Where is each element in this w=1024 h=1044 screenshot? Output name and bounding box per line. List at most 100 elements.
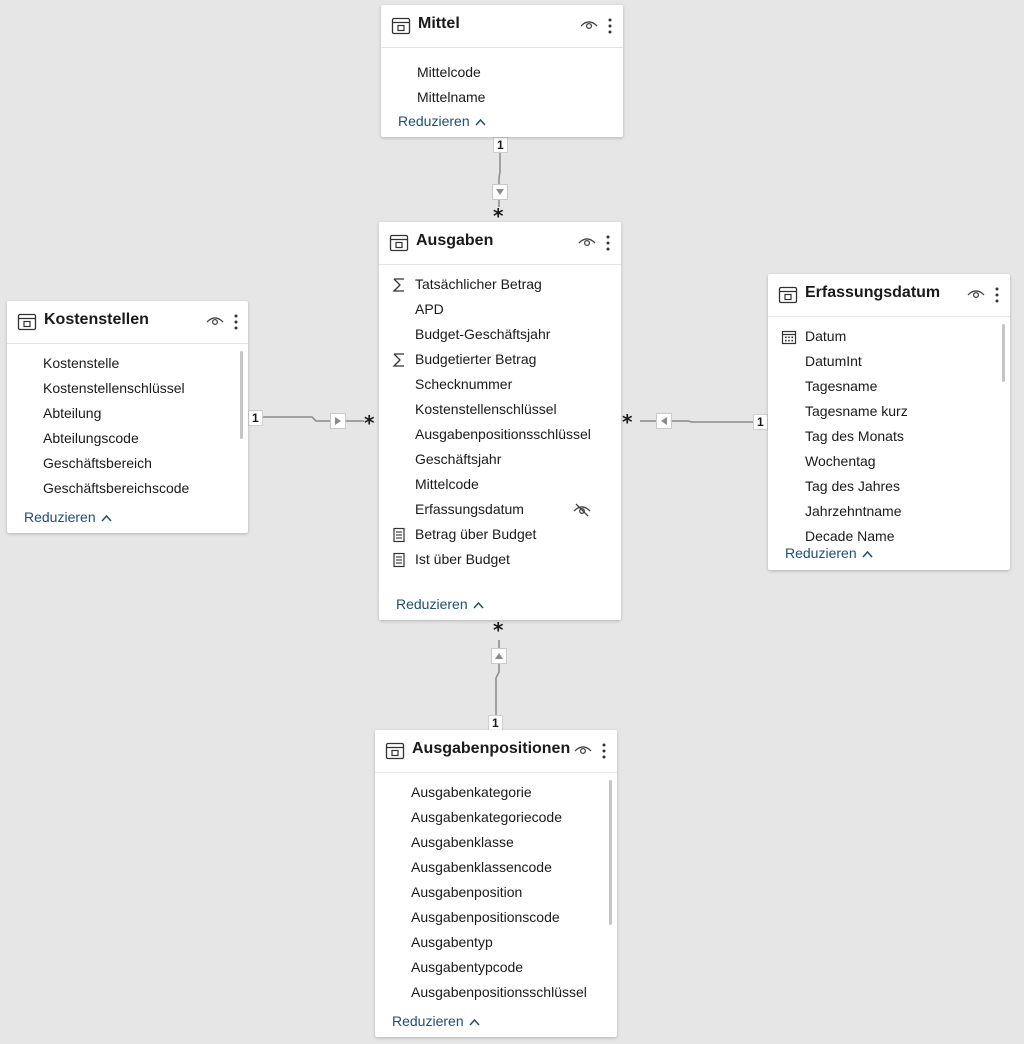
- hidden-eye-icon[interactable]: [573, 501, 591, 517]
- cardinality-one-ausgabenpositionen[interactable]: 1: [488, 715, 503, 731]
- field-label: Kostenstelle: [43, 355, 120, 371]
- reduce-link[interactable]: Reduzieren: [398, 113, 486, 129]
- table-icon: [389, 234, 409, 252]
- field-row[interactable]: Tatsächlicher Betrag: [379, 272, 621, 297]
- field-row[interactable]: Ist über Budget: [379, 547, 621, 572]
- filter-direction-arrow-mittel[interactable]: [492, 184, 508, 200]
- more-options-icon[interactable]: [601, 741, 607, 761]
- field-row[interactable]: Ausgabentyp: [375, 930, 617, 955]
- eye-icon[interactable]: [574, 743, 592, 757]
- table-icon: [778, 286, 798, 304]
- field-row[interactable]: Schecknummer: [379, 372, 621, 397]
- cardinality-many-kostenstellen[interactable]: *: [364, 411, 375, 435]
- table-header-ausgaben[interactable]: Ausgaben: [379, 222, 621, 265]
- field-row[interactable]: Kostenstellenschlüssel: [7, 376, 248, 401]
- field-row[interactable]: Mittelname: [381, 85, 623, 110]
- cardinality-many-erfassungsdatum[interactable]: *: [622, 410, 633, 434]
- cardinality-one-erfassungsdatum[interactable]: 1: [753, 414, 768, 430]
- table-header-kostenstellen[interactable]: Kostenstellen: [7, 301, 248, 344]
- field-row[interactable]: DatumInt: [768, 349, 1010, 374]
- field-row[interactable]: Mittelcode: [379, 472, 621, 497]
- cardinality-many-ausgabenpositionen[interactable]: *: [493, 618, 504, 642]
- field-row[interactable]: Ausgabenposition: [375, 880, 617, 905]
- more-options-icon[interactable]: [994, 285, 1000, 305]
- table-title: Erfassungsdatum: [805, 284, 941, 301]
- field-row[interactable]: Geschäftsbereich: [7, 451, 248, 476]
- field-row[interactable]: Tag des Monats: [768, 424, 1010, 449]
- eye-icon[interactable]: [206, 314, 224, 328]
- more-options-icon[interactable]: [605, 233, 611, 253]
- field-row[interactable]: Ausgabenklassencode: [375, 855, 617, 880]
- eye-icon[interactable]: [967, 287, 985, 301]
- field-row[interactable]: APD: [379, 297, 621, 322]
- field-row[interactable]: Ausgabenpositionscode: [375, 905, 617, 930]
- cardinality-one-kostenstellen[interactable]: 1: [248, 410, 263, 426]
- field-row[interactable]: Jahrzehntname: [768, 499, 1010, 524]
- field-row[interactable]: Ausgabenkategoriecode: [375, 805, 617, 830]
- scrollbar[interactable]: [1002, 324, 1005, 382]
- reduce-link[interactable]: Reduzieren: [396, 596, 484, 612]
- field-row[interactable]: Geschäftsjahr: [379, 447, 621, 472]
- field-row[interactable]: Ausgabentypcode: [375, 955, 617, 980]
- table-header-ausgabenpositionen[interactable]: Ausgabenpositionen: [375, 730, 617, 773]
- field-row[interactable]: Abteilung: [7, 401, 248, 426]
- reduce-link[interactable]: Reduzieren: [785, 545, 873, 561]
- table-title: Mittel: [418, 15, 460, 32]
- table-icon: [385, 742, 405, 760]
- field-row[interactable]: Budgetierter Betrag: [379, 347, 621, 372]
- field-row[interactable]: Mittelcode: [381, 60, 623, 85]
- field-row[interactable]: Tagesname: [768, 374, 1010, 399]
- cardinality-many-mittel[interactable]: *: [493, 204, 504, 228]
- field-row[interactable]: Ausgabenkategorie: [375, 780, 617, 805]
- table-header-erfassungsdatum[interactable]: Erfassungsdatum: [768, 274, 1010, 317]
- field-row[interactable]: Betrag über Budget: [379, 522, 621, 547]
- eye-icon[interactable]: [578, 235, 596, 249]
- table-title: Kostenstellen: [44, 311, 149, 328]
- table-header-mittel[interactable]: Mittel: [381, 5, 623, 48]
- field-row[interactable]: Budget-Geschäftsjahr: [379, 322, 621, 347]
- field-row[interactable]: Decade Name: [768, 524, 1010, 546]
- reduce-link[interactable]: Reduzieren: [392, 1013, 480, 1029]
- more-options-icon[interactable]: [607, 16, 613, 36]
- field-row[interactable]: Ausgabenpositionsschlüssel: [375, 980, 617, 1005]
- cardinality-one-mittel[interactable]: 1: [493, 137, 508, 153]
- field-label: Wochentag: [805, 453, 876, 469]
- field-label: Ausgabenkategorie: [411, 784, 532, 800]
- field-row[interactable]: Tagesname kurz: [768, 399, 1010, 424]
- scrollbar[interactable]: [609, 780, 612, 925]
- field-row[interactable]: Kostenstellenschlüssel: [379, 397, 621, 422]
- filter-direction-arrow-ausgabenpositionen[interactable]: [491, 648, 507, 664]
- sigma-icon: [391, 351, 407, 367]
- field-row[interactable]: Erfassungsdatum: [379, 497, 621, 522]
- reduce-link[interactable]: Reduzieren: [24, 509, 112, 525]
- more-options-icon[interactable]: [233, 312, 239, 332]
- field-row[interactable]: Datum: [768, 324, 1010, 349]
- field-row[interactable]: Ausgabenklasse: [375, 830, 617, 855]
- field-row[interactable]: Geschäftsbereichscode: [7, 476, 248, 501]
- eye-icon[interactable]: [580, 18, 598, 32]
- reduce-label: Reduzieren: [396, 596, 468, 612]
- field-row[interactable]: Tag des Jahres: [768, 474, 1010, 499]
- sigma-icon: [391, 276, 407, 292]
- filter-direction-arrow-kostenstellen[interactable]: [330, 413, 346, 429]
- field-row[interactable]: Abteilungscode: [7, 426, 248, 451]
- filter-direction-arrow-erfassungsdatum[interactable]: [656, 413, 672, 429]
- field-label: Datum: [805, 328, 847, 344]
- field-row[interactable]: Wochentag: [768, 449, 1010, 474]
- field-row[interactable]: Kostenstelle: [7, 351, 248, 376]
- reduce-label: Reduzieren: [392, 1013, 464, 1029]
- field-row[interactable]: Ausgabenpositionsschlüssel: [379, 422, 621, 447]
- reduce-label: Reduzieren: [398, 113, 470, 129]
- scrollbar[interactable]: [240, 351, 243, 439]
